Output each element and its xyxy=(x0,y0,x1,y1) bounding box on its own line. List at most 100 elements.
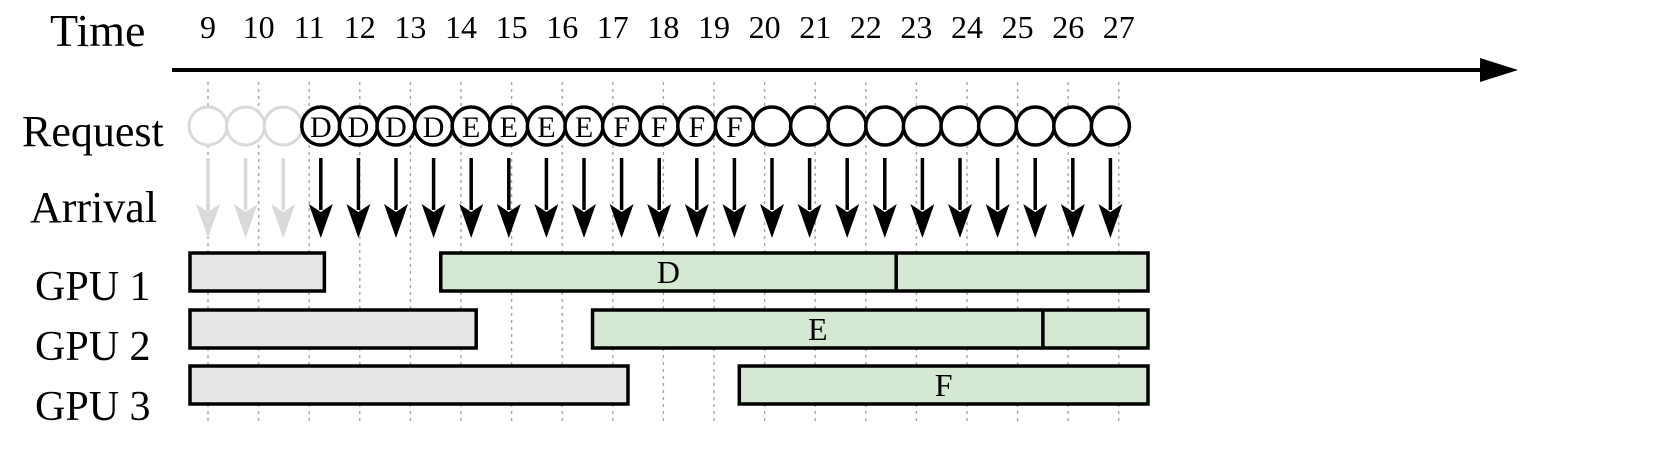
arrival-arrow xyxy=(910,158,935,238)
request-circle-outline xyxy=(187,105,229,147)
gpu-busy-block xyxy=(188,251,327,293)
arrival-arrow xyxy=(421,158,446,238)
request-circle xyxy=(225,105,267,147)
gpu-job-label: F xyxy=(935,367,953,403)
request-circle: E xyxy=(563,105,605,147)
arrival-arrow xyxy=(233,158,258,238)
request-circle: F xyxy=(713,105,756,147)
request-circle-label: E xyxy=(500,111,518,144)
request-circle: F xyxy=(676,105,718,147)
request-circle-outline xyxy=(976,105,1019,147)
time-tick-label: 15 xyxy=(496,9,528,45)
request-circle-outline xyxy=(788,105,831,147)
time-tick-label: 17 xyxy=(597,9,629,45)
arrival-arrow xyxy=(1060,158,1085,238)
time-tick-label: 24 xyxy=(951,9,983,45)
request-circle-label: D xyxy=(385,111,407,144)
request-circle xyxy=(788,105,831,147)
gpu-row: E xyxy=(188,308,1150,350)
arrival-arrow-head xyxy=(496,204,521,238)
arrival-arrow-head xyxy=(459,204,484,238)
request-row-label: Request xyxy=(22,107,164,156)
request-circle-outline xyxy=(939,105,981,147)
request-circle-outline xyxy=(1089,105,1132,147)
request-circle xyxy=(751,105,793,147)
arrival-row xyxy=(196,158,1123,238)
request-circle-outline xyxy=(826,105,868,147)
arrival-arrow-head xyxy=(421,204,446,238)
arrival-arrow xyxy=(684,158,709,238)
arrival-arrow-head xyxy=(684,204,709,238)
gpu-busy-block xyxy=(188,308,478,350)
arrival-arrow-head xyxy=(835,204,860,238)
arrival-arrow xyxy=(835,158,860,238)
time-axis xyxy=(172,58,1518,82)
time-axis-arrowhead xyxy=(1480,58,1518,82)
request-circle: E xyxy=(450,105,492,147)
time-tick-label: 20 xyxy=(749,9,781,45)
request-circle-label: E xyxy=(462,111,480,144)
time-tick-label: 16 xyxy=(546,9,578,45)
time-tick-label: 12 xyxy=(344,9,376,45)
request-circle-label: D xyxy=(423,111,445,144)
arrival-arrow-head xyxy=(948,204,972,238)
time-tick-label: 9 xyxy=(200,9,216,45)
arrival-arrow-head xyxy=(797,204,822,238)
arrival-arrow xyxy=(722,158,747,238)
gpu-row: F xyxy=(188,364,1150,406)
arrival-arrow xyxy=(496,158,521,238)
request-circle-outline xyxy=(864,105,906,147)
time-tick-label: 10 xyxy=(243,9,275,45)
arrival-arrow-head xyxy=(271,204,296,238)
time-tick-label: 11 xyxy=(294,9,325,45)
time-tick-label: 23 xyxy=(900,9,932,45)
request-circle xyxy=(187,105,229,147)
gpu-job-block xyxy=(590,308,1150,350)
request-circle-label: F xyxy=(688,111,705,144)
arrival-arrow xyxy=(1098,158,1123,238)
request-circle: D xyxy=(412,105,455,147)
arrival-arrow-head xyxy=(1098,204,1123,238)
request-circle-label: F xyxy=(726,111,743,144)
request-circle-outline xyxy=(1052,105,1094,147)
time-tick-label: 27 xyxy=(1103,9,1135,45)
time-tick-label: 21 xyxy=(799,9,831,45)
request-circle xyxy=(901,105,944,147)
time-tick-label: 19 xyxy=(698,9,730,45)
arrival-row-label: Arrival xyxy=(30,183,158,232)
request-circle: D xyxy=(337,105,380,147)
request-circle: D xyxy=(375,105,417,147)
arrival-arrow-head xyxy=(872,204,897,238)
gpu-job-label: D xyxy=(657,254,680,290)
request-circle xyxy=(1089,105,1132,147)
arrival-arrow xyxy=(196,158,220,238)
request-circle: F xyxy=(600,105,643,147)
gpu3-row-label: GPU 3 xyxy=(35,384,151,430)
request-circle xyxy=(826,105,868,147)
request-circle xyxy=(1052,105,1094,147)
gpu-row: D xyxy=(188,251,1150,293)
request-circle-label: D xyxy=(310,111,332,144)
arrival-arrow xyxy=(271,158,296,238)
arrival-arrow xyxy=(534,158,559,238)
request-circle: F xyxy=(638,105,680,147)
arrival-arrow-head xyxy=(233,204,258,238)
time-tick-label: 26 xyxy=(1052,9,1084,45)
arrival-arrow xyxy=(609,158,634,238)
time-row-label: Time xyxy=(50,5,146,56)
request-circle xyxy=(262,105,304,147)
gpu-job-block xyxy=(439,251,1150,293)
arrival-arrow xyxy=(572,158,596,238)
arrival-arrow-head xyxy=(572,204,596,238)
arrival-arrow xyxy=(346,158,371,238)
request-circle: D xyxy=(300,105,342,147)
arrival-arrow xyxy=(308,158,333,238)
arrival-arrow-head xyxy=(985,204,1010,238)
request-circle xyxy=(1014,105,1056,147)
arrival-arrow-head xyxy=(609,204,634,238)
gpu2-row-label: GPU 2 xyxy=(35,324,151,370)
request-circle: E xyxy=(488,105,530,147)
